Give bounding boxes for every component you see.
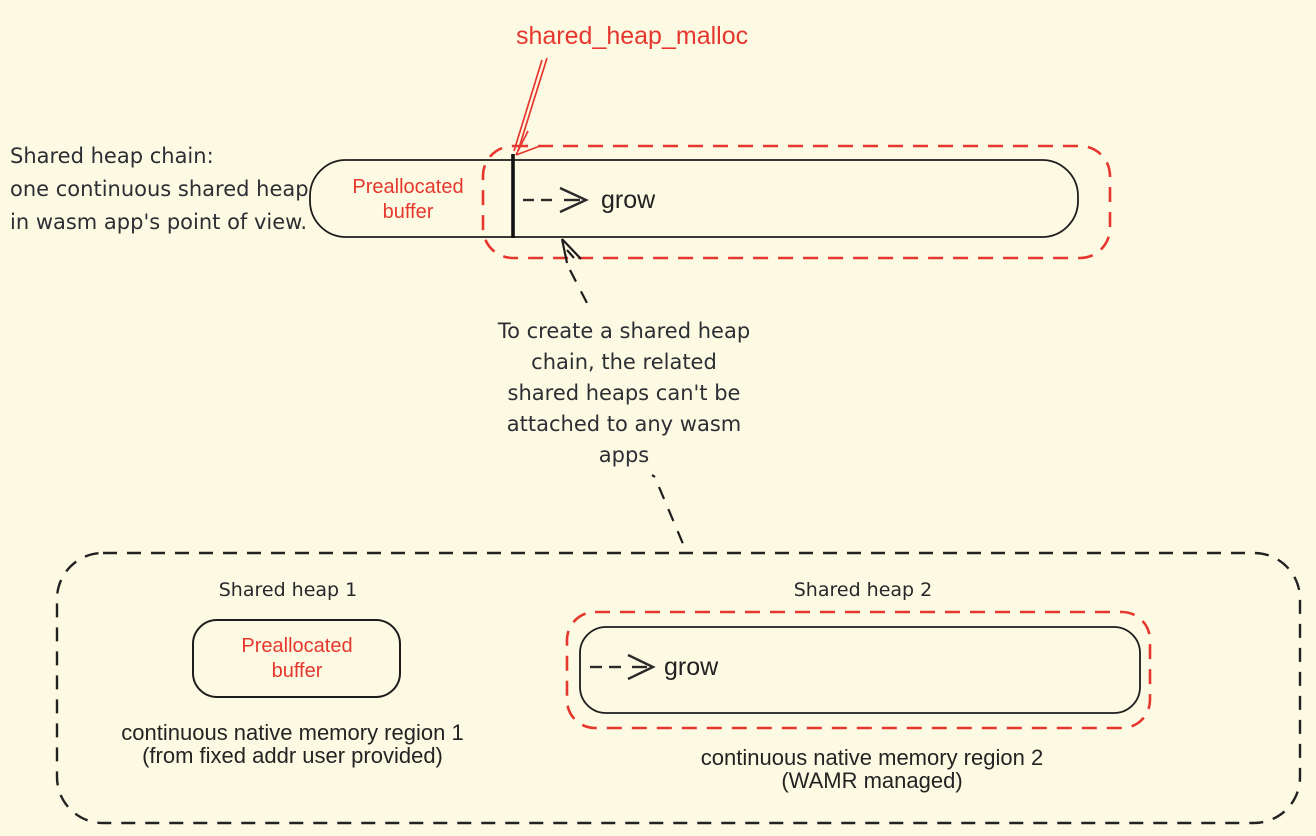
native-memory-container bbox=[55, 551, 1302, 825]
grow-label: grow bbox=[601, 186, 656, 214]
note-connector-dot bbox=[651, 474, 656, 478]
grow-arrow-icon bbox=[523, 186, 589, 214]
heap-chain-red-dashed-region bbox=[481, 144, 1112, 260]
shared-heap1-title: Shared heap 1 bbox=[218, 579, 358, 601]
memory-region2-caption: continuous native memory region 2 (WAMR … bbox=[700, 745, 1044, 793]
attach-note-arrowhead-icon bbox=[560, 238, 582, 264]
memory-region1-caption: continuous native memory region 1 (from … bbox=[121, 720, 464, 768]
attach-constraint-note: To create a shared heap chain, the relat… bbox=[497, 319, 751, 467]
heap-chain-rect bbox=[309, 159, 1079, 238]
shared-heap2-rect bbox=[579, 626, 1141, 714]
heap-chain-note: Shared heap chain: one continuous shared… bbox=[10, 144, 309, 234]
note-connector-line-lower bbox=[657, 486, 688, 552]
shared-heap1-rect bbox=[192, 619, 401, 698]
grow-arrow2-icon bbox=[590, 653, 656, 681]
shared-heap1-preallocated-label: Preallocated buffer bbox=[241, 635, 353, 682]
shared-heap2-grow-label: grow bbox=[664, 653, 719, 681]
malloc-label: shared_heap_malloc bbox=[516, 22, 749, 50]
malloc-arrow-icon bbox=[513, 57, 548, 156]
shared-heap2-red-dashed-region bbox=[565, 610, 1152, 730]
shared-heap2-title: Shared heap 2 bbox=[793, 579, 933, 601]
note-connector-line-upper bbox=[569, 269, 590, 308]
preallocated-buffer-label: Preallocated buffer bbox=[352, 176, 464, 223]
